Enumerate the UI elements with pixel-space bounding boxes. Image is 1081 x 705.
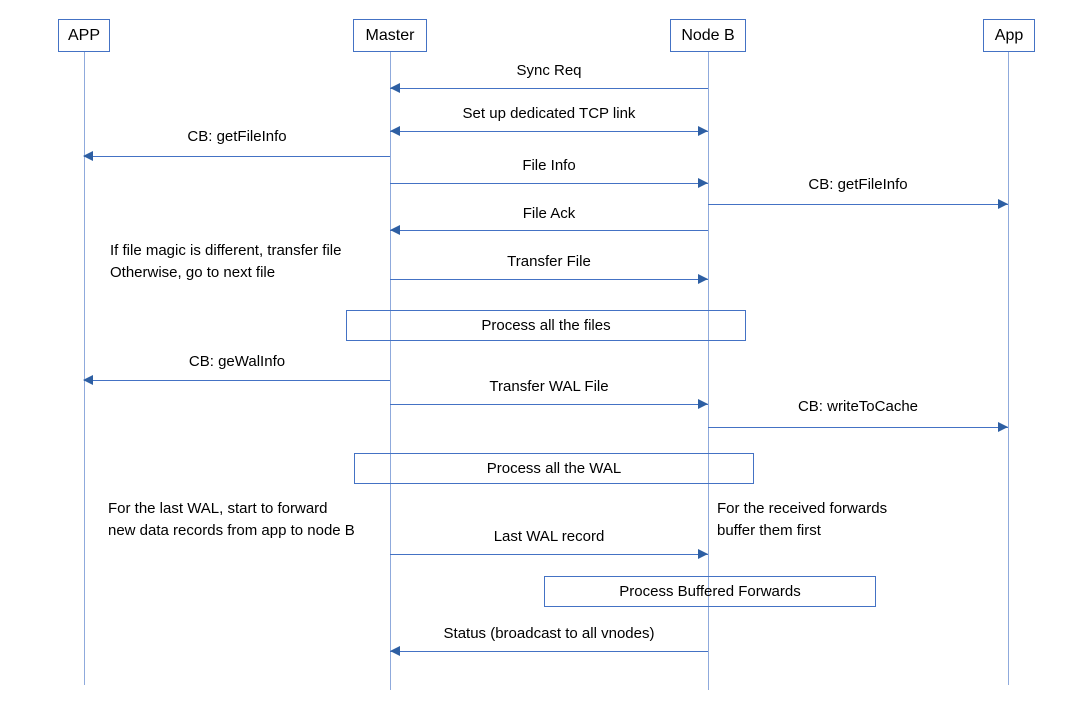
lifeline-app-left [83,52,86,685]
process-box-all-wal[interactable]: Process all the WAL [354,453,754,484]
message-line-transfer-wal-file [390,404,708,406]
lifeline-app-right [1007,52,1010,685]
message-line-sync-req [390,88,708,90]
arrow-head-left-cb-gewalinfo [83,375,93,385]
arrow-head-right-file-info [698,178,708,188]
message-label-tcp-link: Set up dedicated TCP link [462,105,636,122]
arrow-head-left-file-ack [390,225,400,235]
message-line-cb-getfileinfo-right [708,204,1008,206]
arrow-head-left-tcp-link [390,126,400,136]
message-label-cb-writetocache: CB: writeToCache [797,398,919,415]
process-box-buffered-forwards[interactable]: Process Buffered Forwards [544,576,876,607]
message-label-last-wal-record: Last WAL record [493,528,605,545]
message-line-cb-writetocache [708,427,1008,429]
message-label-cb-gewalinfo: CB: geWalInfo [188,353,286,370]
message-line-last-wal-record [390,554,708,556]
process-box-label-buffered-forwards: Process Buffered Forwards [619,583,801,600]
arrow-head-right-cb-getfileinfo-right [998,199,1008,209]
message-label-cb-getfileinfo-right: CB: getFileInfo [808,176,908,193]
lifeline-head-app-right[interactable]: App [983,19,1035,52]
arrow-head-right-last-wal-record [698,549,708,559]
lifeline-label-app-right: App [994,26,1024,44]
lifeline-label-app-left: APP [67,26,100,44]
message-label-transfer-wal-file: Transfer WAL File [489,378,609,395]
message-label-cb-getfileinfo-left: CB: getFileInfo [187,128,287,145]
arrow-head-right-cb-writetocache [998,422,1008,432]
lifeline-head-master[interactable]: Master [353,19,427,52]
lifeline-head-app-left[interactable]: APP [58,19,110,52]
arrow-head-right-transfer-file [698,274,708,284]
lifeline-label-node-b: Node B [681,26,735,44]
message-label-file-ack: File Ack [522,205,576,222]
arrow-head-left-cb-getfileinfo-left [83,151,93,161]
process-box-all-files[interactable]: Process all the files [346,310,746,341]
process-box-label-all-wal: Process all the WAL [486,460,622,477]
note-buffer-forwards: For the received forwards buffer them fi… [717,500,888,539]
lifeline-label-master: Master [365,26,415,44]
arrow-head-right-transfer-wal-file [698,399,708,409]
message-line-cb-gewalinfo [84,380,390,382]
message-label-sync-req: Sync Req [516,62,582,79]
message-line-transfer-file [390,279,708,281]
message-line-file-info [390,183,708,185]
message-line-cb-getfileinfo-left [84,156,390,158]
message-line-tcp-link [390,131,708,133]
message-label-transfer-file: Transfer File [507,253,591,270]
message-label-file-info: File Info [522,157,576,174]
message-line-status-broadcast [390,651,708,653]
note-forward-new-records: For the last WAL, start to forward new d… [108,500,355,539]
arrow-head-left-status-broadcast [390,646,400,656]
process-box-label-all-files: Process all the files [481,317,611,334]
lifeline-node-b [707,52,710,690]
lifeline-head-node-b[interactable]: Node B [670,19,746,52]
message-line-file-ack [390,230,708,232]
arrow-head-left-sync-req [390,83,400,93]
message-label-status-broadcast: Status (broadcast to all vnodes) [443,625,655,642]
arrow-head-right-tcp-link [698,126,708,136]
lifeline-master [389,52,392,690]
note-file-magic: If file magic is different, transfer fil… [110,242,342,281]
